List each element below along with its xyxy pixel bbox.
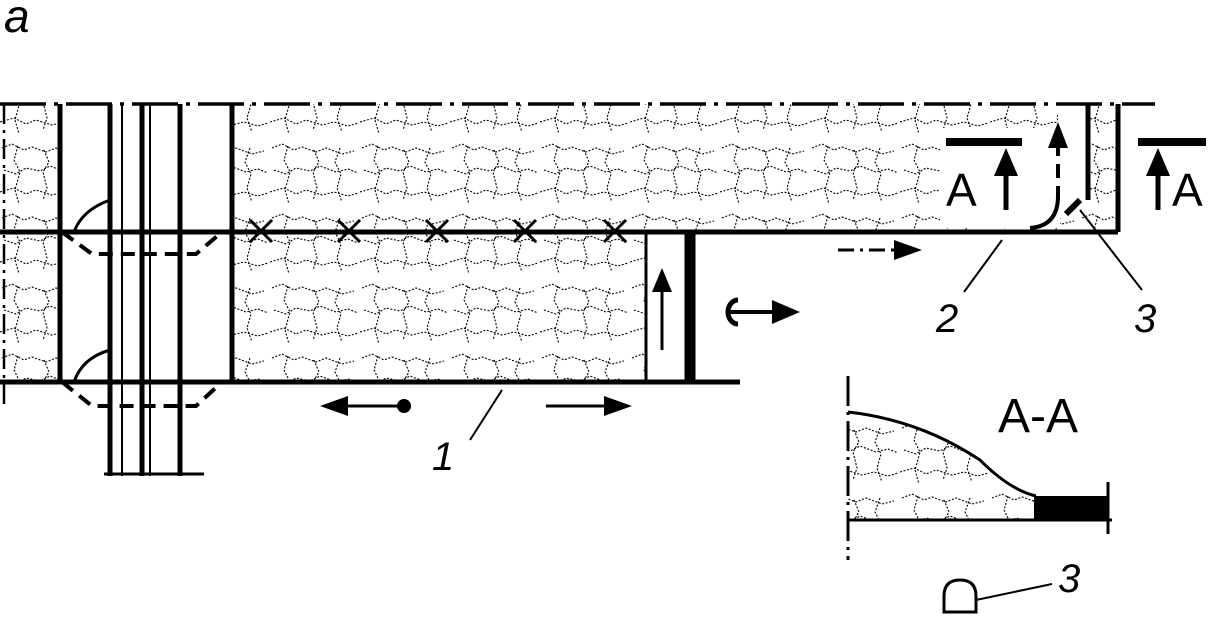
panel-label: a [4, 0, 30, 42]
machine-direction-arrow [725, 297, 800, 327]
section-marker-left-label: A [946, 164, 977, 216]
arrow-left-with-dot [320, 396, 411, 416]
rock-mass-lower-block [232, 232, 646, 382]
callout-2: 2 [935, 297, 958, 341]
vent-arrow-up [1029, 122, 1083, 230]
arrow-right-lower [546, 396, 632, 416]
dashed-bypass [60, 230, 224, 408]
cross-markers [248, 218, 628, 244]
callout-1: 1 [432, 435, 454, 479]
section-title: A-A [998, 390, 1078, 443]
outline-lines [0, 102, 1155, 410]
rock-mass-lower-left [0, 232, 60, 382]
air-flow-arrow [838, 240, 922, 260]
callout-3-detail: 3 [1058, 557, 1080, 601]
shaft-lines [57, 104, 204, 476]
leader-lines [469, 209, 1143, 601]
section-view-a-a: A-A [846, 376, 1112, 560]
flow-arrow-up [652, 268, 672, 350]
section-marker-right: A [1138, 138, 1206, 216]
opening-right [1058, 104, 1088, 204]
roadway-profile-icon [942, 578, 978, 614]
section-marker-left: A [946, 138, 1022, 216]
callout-3: 3 [1134, 297, 1156, 341]
rock-mass-upper-left [0, 104, 60, 232]
section-marker-right-label: A [1172, 164, 1203, 216]
